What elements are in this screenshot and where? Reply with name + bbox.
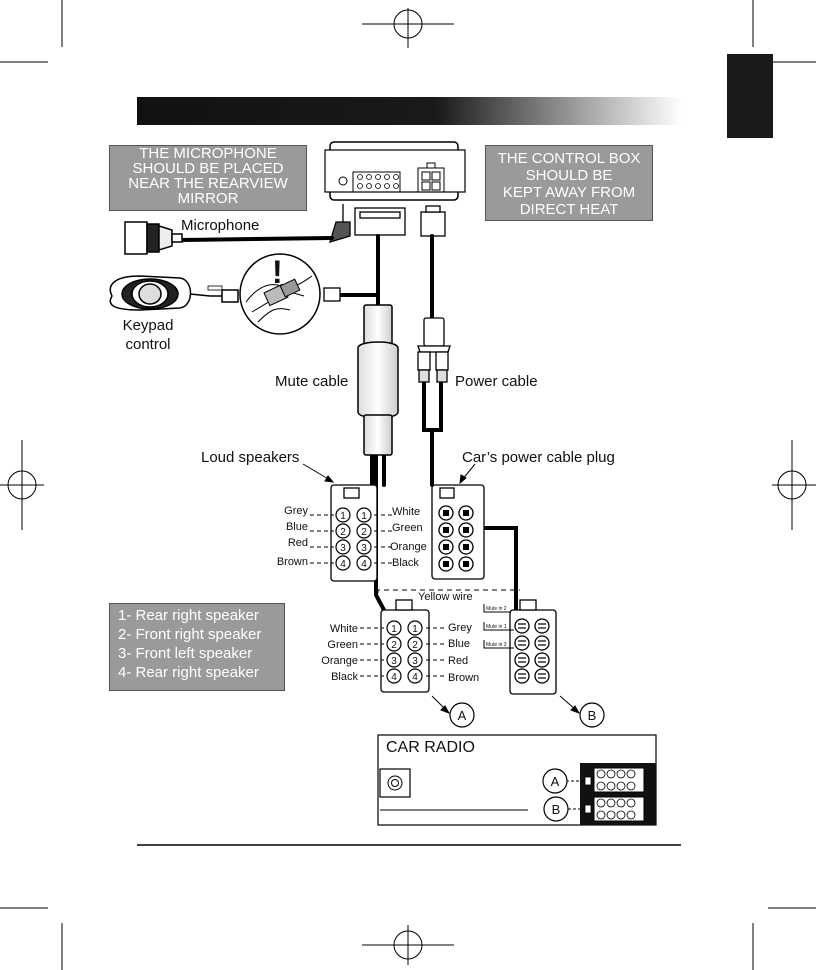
lower-pin-number: 2 xyxy=(391,640,397,651)
caution-exclamation: ! xyxy=(272,254,283,290)
power-plug-connector xyxy=(431,484,485,580)
upper-pins xyxy=(335,507,372,571)
upper-pin-number: 2 xyxy=(340,527,346,538)
mute-in-label: Mute in 2 xyxy=(486,606,507,612)
lower-right-wire-label: Red xyxy=(448,655,468,667)
note-line: THE CONTROL BOX xyxy=(497,150,641,167)
lower-right-wire-label: Grey xyxy=(448,622,472,634)
lower-pin-number: 4 xyxy=(412,672,418,683)
lower-left-wire-label: Orange xyxy=(321,655,358,667)
car-radio xyxy=(377,734,657,826)
legend-item: 3- Front left speaker xyxy=(118,645,253,662)
upper-right-wire-label: White xyxy=(392,506,420,518)
connector-b-marker: B xyxy=(579,702,605,728)
loud-speakers-label: Loud speakers xyxy=(201,449,299,466)
upper-left-wire-label: Grey xyxy=(284,505,308,517)
upper-pin-number: 4 xyxy=(361,559,367,570)
mic-jack-plug xyxy=(329,204,351,243)
harness-connector-top xyxy=(354,205,446,237)
mute-lead-lines xyxy=(483,604,514,649)
legend-item: 2- Front right speaker xyxy=(118,626,262,643)
upper-pin-number: 1 xyxy=(340,511,346,522)
power-cable-fuse xyxy=(417,317,451,383)
upper-pin-number: 4 xyxy=(340,559,346,570)
chapter-tab xyxy=(727,54,773,138)
svg-text:A: A xyxy=(458,708,467,723)
mute-cable-label: Mute cable xyxy=(275,373,348,390)
legend-item: 1- Rear right speaker xyxy=(118,607,259,624)
note-line: SHOULD BE PLACED xyxy=(132,160,284,177)
note-line: MIRROR xyxy=(177,190,239,207)
power-cable-label: Power cable xyxy=(455,373,538,390)
lower-pin-number: 3 xyxy=(412,656,418,667)
upper-left-wire-label: Red xyxy=(288,537,308,549)
connector-detail-magnifier xyxy=(239,253,341,335)
lower-left-wire-label: Black xyxy=(331,671,358,683)
mute-connector-b xyxy=(509,599,557,695)
upper-right-wire-label: Green xyxy=(392,522,423,534)
note-line: NEAR THE REARVIEW xyxy=(128,175,288,192)
note-line: DIRECT HEAT xyxy=(519,201,619,218)
connector-a-marker: A xyxy=(449,702,475,728)
lower-pins xyxy=(386,620,423,684)
control-box xyxy=(324,141,466,201)
microphone-label: Microphone xyxy=(181,217,259,234)
note-line: THE MICROPHONE xyxy=(139,145,277,162)
header-bar xyxy=(137,97,682,125)
radio-socket-a-marker: A xyxy=(542,768,568,794)
control-box-heat-note: THE CONTROL BOX SHOULD BE KEPT AWAY FROM… xyxy=(485,145,653,221)
microphone xyxy=(124,221,183,255)
upper-right-wire-label: Orange xyxy=(390,541,427,553)
lower-left-wire-label: White xyxy=(330,623,358,635)
note-line: KEPT AWAY FROM xyxy=(502,184,636,201)
upper-pin-number: 2 xyxy=(361,527,367,538)
speaker-legend: 1- Rear right speaker 2- Front right spe… xyxy=(109,603,285,691)
svg-text:B: B xyxy=(588,708,597,723)
microphone-placement-note: THE MICROPHONE SHOULD BE PLACED NEAR THE… xyxy=(109,145,307,211)
mute-in-label: Mute in 1 xyxy=(486,624,507,630)
yellow-wire-label: Yellow wire xyxy=(418,591,473,603)
lower-pin-number: 1 xyxy=(391,624,397,635)
mute-cable-filter xyxy=(357,304,399,456)
upper-left-wire-label: Blue xyxy=(286,521,308,533)
upper-right-wire-label: Black xyxy=(392,557,419,569)
upper-pin-number: 1 xyxy=(361,511,367,522)
lower-right-wire-label: Brown xyxy=(448,672,479,684)
note-line: SHOULD BE xyxy=(525,167,613,184)
pin-leaders xyxy=(310,514,446,677)
lower-pin-number: 2 xyxy=(412,640,418,651)
mute-in-label: Mute in 3 xyxy=(486,642,507,648)
power-plug-label: Car’s power cable plug xyxy=(462,449,615,466)
label-arrows xyxy=(302,463,581,714)
car-radio-title: CAR RADIO xyxy=(386,739,475,756)
lower-pin-number: 4 xyxy=(391,672,397,683)
radio-socket-b-marker: B xyxy=(543,796,569,822)
keypad-remote xyxy=(109,275,239,311)
yellow-wire xyxy=(377,589,520,602)
lower-right-wire-label: Blue xyxy=(448,638,470,650)
keypad-label-control: control xyxy=(125,336,170,353)
svg-text:A: A xyxy=(551,774,560,789)
upper-pin-number: 3 xyxy=(361,543,367,554)
legend-item: 4- Rear right speaker xyxy=(118,664,259,681)
svg-text:B: B xyxy=(552,802,561,817)
lower-pin-number: 3 xyxy=(391,656,397,667)
upper-left-wire-label: Brown xyxy=(277,556,308,568)
upper-pin-number: 3 xyxy=(340,543,346,554)
lower-pin-number: 1 xyxy=(412,624,418,635)
keypad-label: Keypad xyxy=(123,317,174,334)
lower-left-wire-label: Green xyxy=(327,639,358,651)
